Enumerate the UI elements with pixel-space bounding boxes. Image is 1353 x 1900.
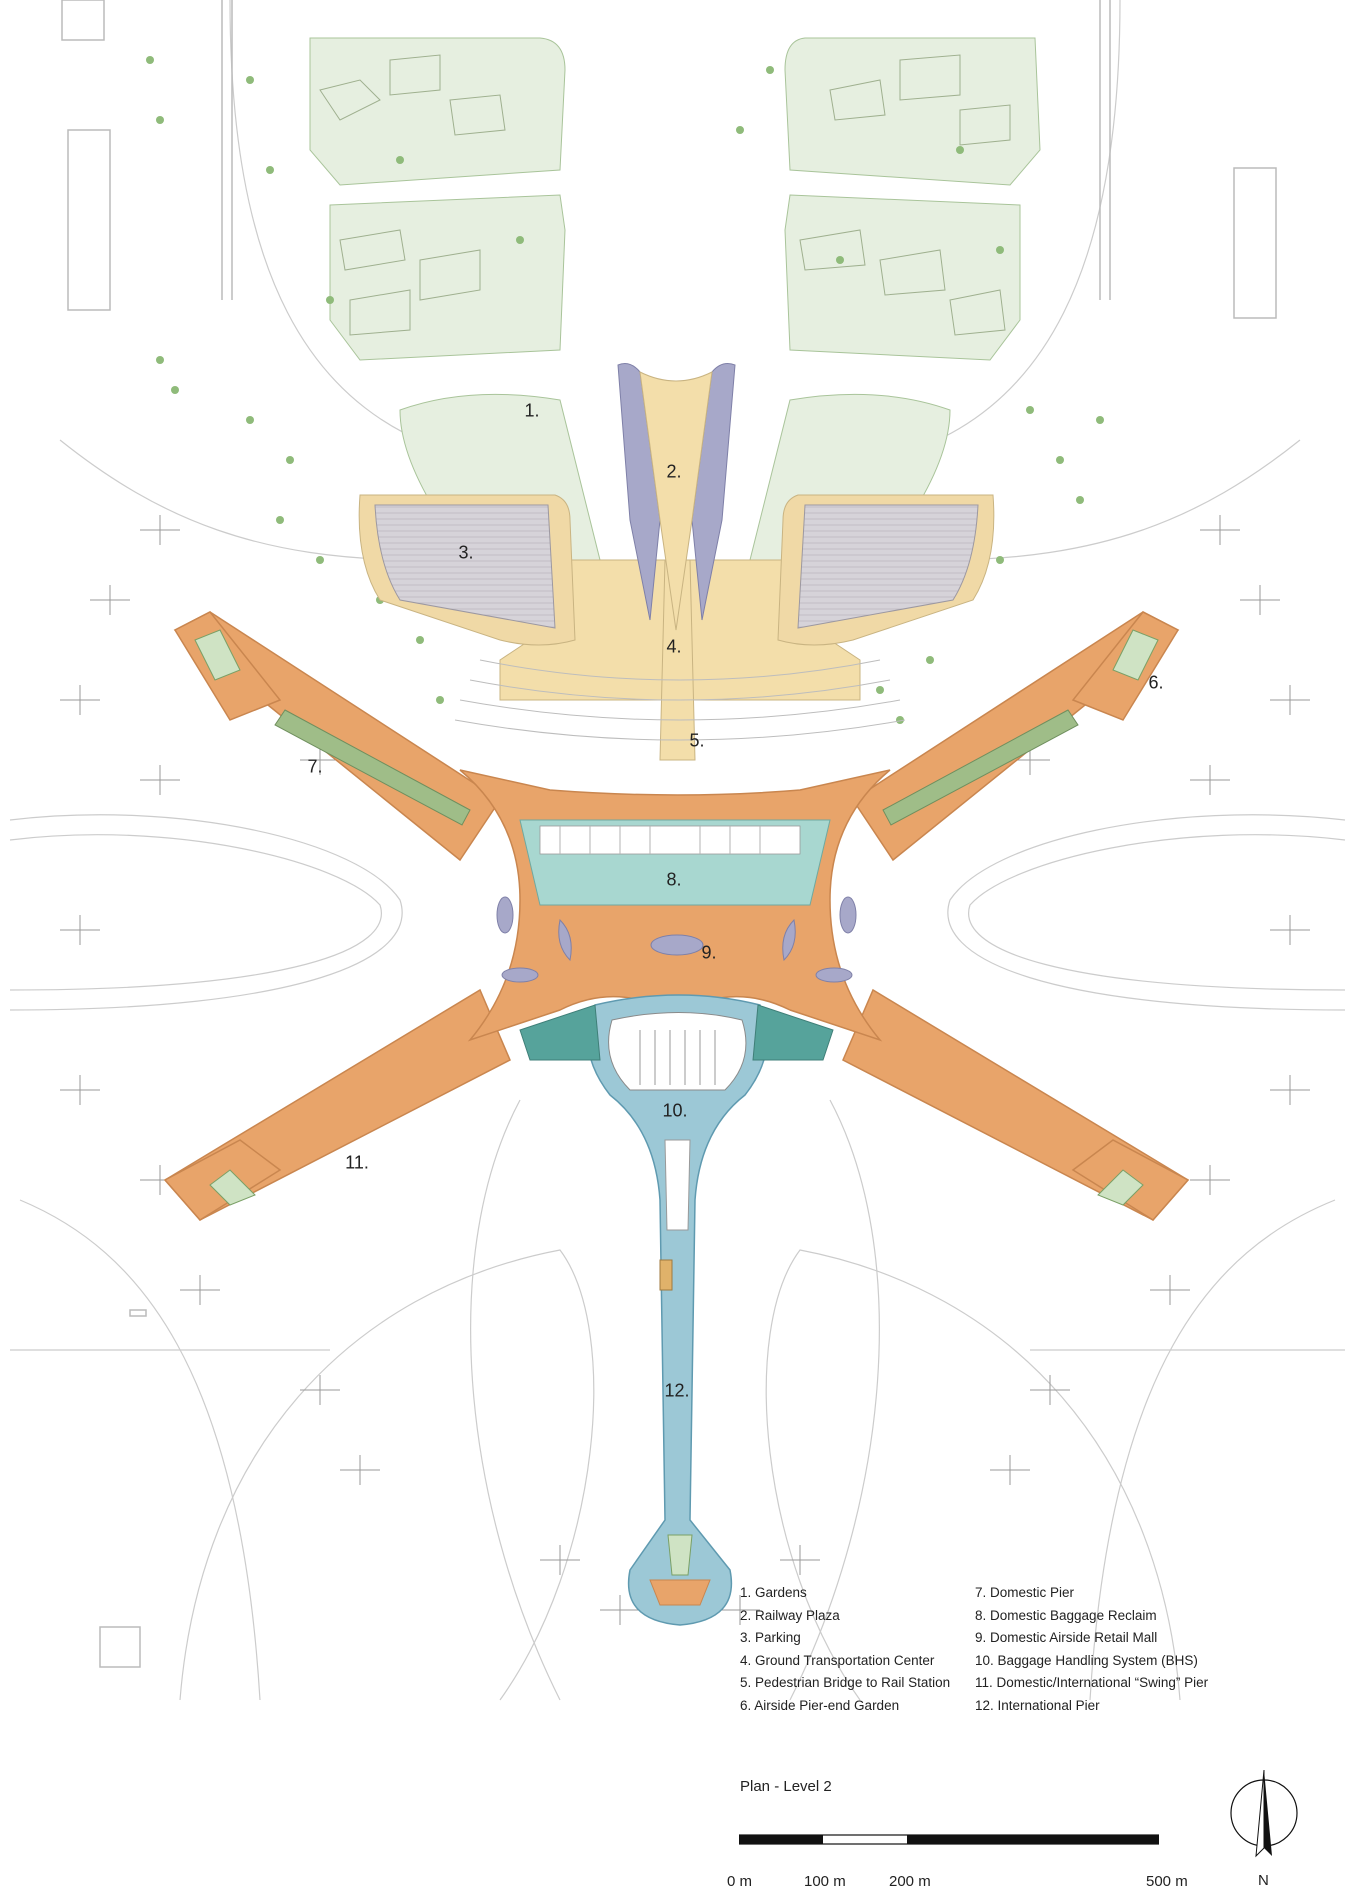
scale-label-0: 0 m	[727, 1873, 753, 1890]
runway-lines	[61, 0, 1277, 1668]
callout-6: 6.	[1148, 672, 1164, 693]
callout-9: 9.	[701, 942, 717, 963]
north-arrow-icon	[1230, 1769, 1298, 1858]
plan-title: Plan - Level 2	[740, 1778, 832, 1795]
terminal-site-plan	[9, 0, 1346, 1701]
legend-item-12: 12. International Pier	[975, 1697, 1100, 1713]
legend-item-4: 4. Ground Transportation Center	[740, 1652, 935, 1668]
callout-5: 5.	[689, 730, 705, 751]
scale-label-200: 200 m	[889, 1873, 931, 1890]
legend-item-5: 5. Pedestrian Bridge to Rail Station	[740, 1675, 951, 1691]
legend-item-10: 10. Baggage Handling System (BHS)	[975, 1652, 1198, 1668]
callout-1: 1.	[524, 400, 540, 421]
legend-item-7: 7. Domestic Pier	[975, 1585, 1075, 1600]
garden-blocks	[319, 54, 1011, 336]
parking-lots	[358, 494, 995, 646]
legend-item-3: 3. Parking	[740, 1630, 801, 1646]
legend-item-8: 8. Domestic Baggage Reclaim	[975, 1607, 1157, 1623]
domestic-baggage-reclaim	[519, 819, 831, 906]
callout-7: 7.	[307, 756, 323, 777]
pier-end-gardens	[194, 629, 1159, 1206]
scale-label-100: 100 m	[804, 1873, 846, 1890]
callout-10: 10.	[662, 1100, 688, 1121]
legend-item-1: 1. Gardens	[740, 1585, 807, 1600]
callout-8: 8.	[666, 869, 682, 890]
international-pier	[519, 994, 834, 1626]
landside-forecourt	[454, 559, 906, 761]
legend-item-9: 9. Domestic Airside Retail Mall	[975, 1630, 1158, 1646]
callout-12: 12.	[664, 1380, 690, 1401]
legend-item-6: 6. Airside Pier-end Garden	[740, 1697, 900, 1713]
plan-legend: 1. Gardens 7. Domestic Pier 2. Railway P…	[740, 1582, 1260, 1718]
domestic-pier-bands	[274, 709, 1079, 826]
retail-mall	[496, 896, 857, 983]
scale-bar	[739, 1834, 1159, 1845]
legend-item-11: 11. Domestic/International “Swing” Pier	[975, 1675, 1209, 1691]
callout-11: 11.	[345, 1152, 369, 1173]
scale-label-500: 500 m	[1146, 1873, 1188, 1890]
callout-2: 2.	[666, 461, 682, 482]
landscape-trees	[146, 56, 1104, 724]
callout-4: 4.	[666, 636, 682, 657]
railway-plaza	[617, 363, 736, 631]
parked-aircraft	[60, 515, 1310, 1625]
callout-3: 3.	[458, 542, 474, 563]
north-label: N	[1258, 1872, 1269, 1889]
legend-item-2: 2. Railway Plaza	[740, 1607, 840, 1623]
